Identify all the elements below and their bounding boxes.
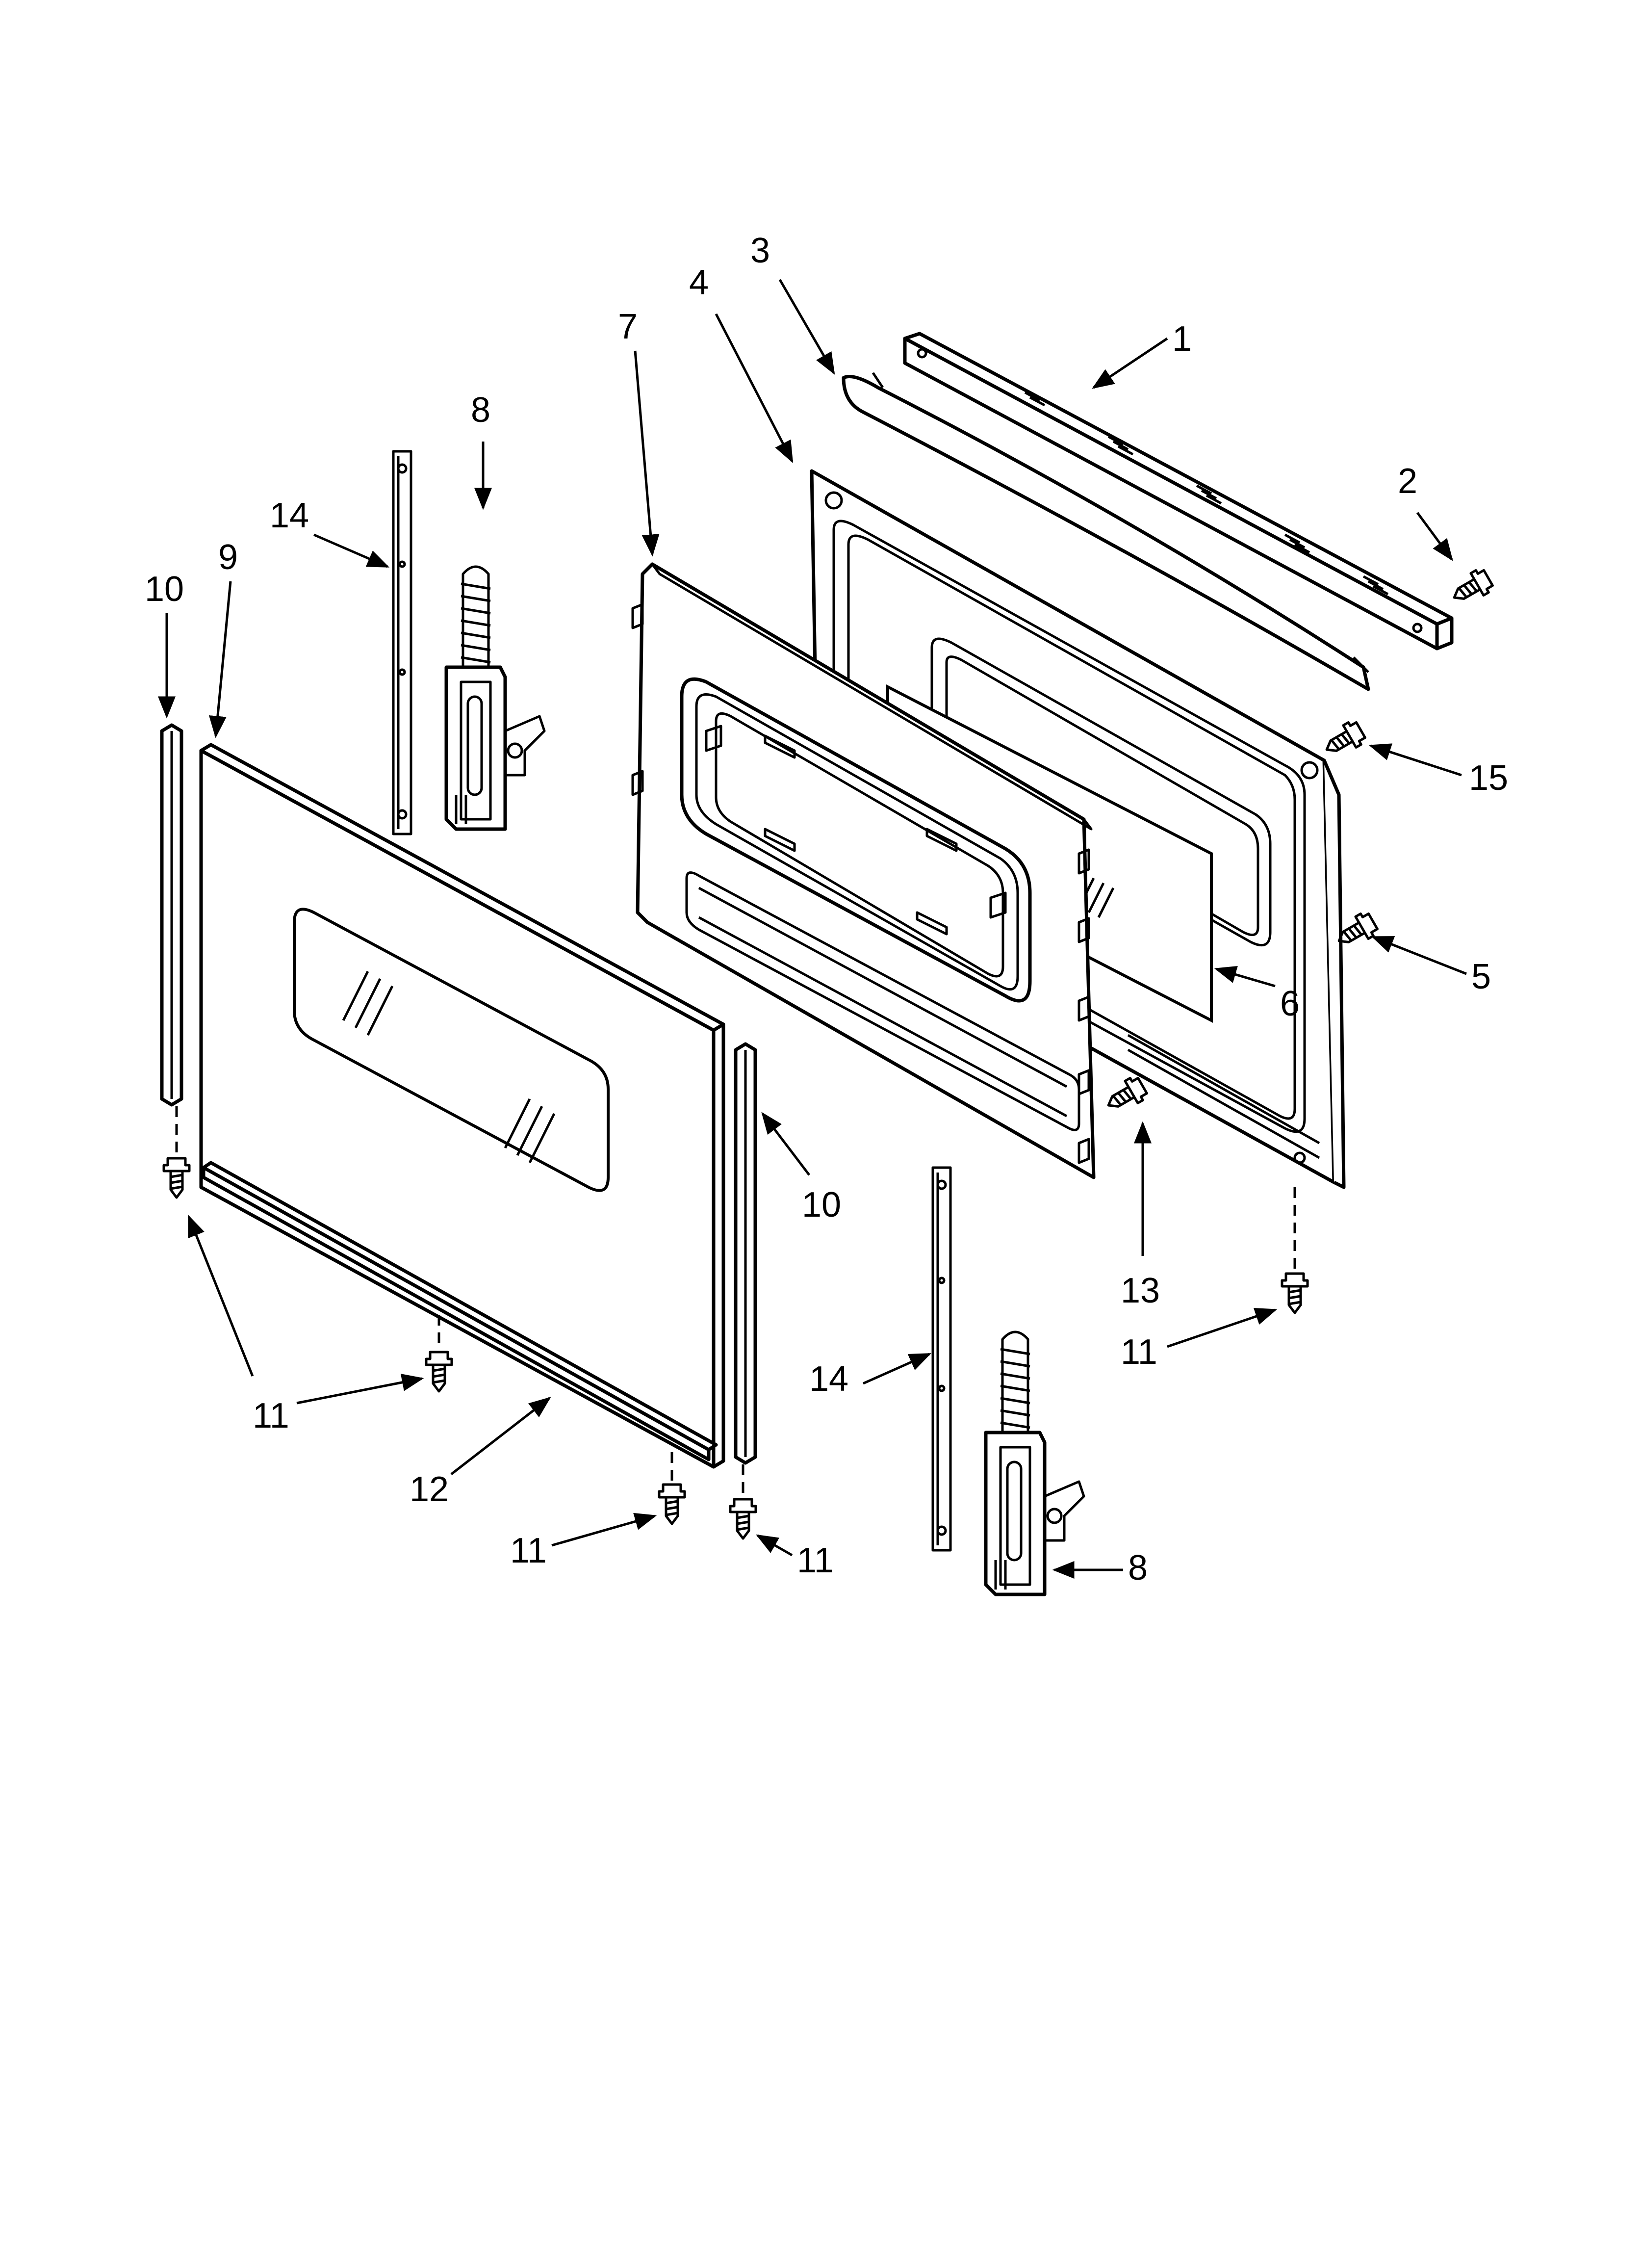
part-11-screw-bottom-c: [730, 1499, 756, 1538]
part-11-screw-right: [1282, 1274, 1308, 1313]
callout-10-right: 10: [802, 1185, 841, 1225]
part-9-outer-door-glass: [199, 743, 725, 1469]
callout-3: 3: [750, 231, 770, 270]
callout-1: 1: [1172, 319, 1192, 359]
callout-13: 13: [1121, 1271, 1160, 1310]
alignment-lines: [175, 1106, 1296, 1496]
part-7-inner-door-panel: [631, 562, 1096, 1179]
callout-7: 7: [618, 307, 638, 346]
callout-12: 12: [410, 1470, 449, 1509]
callout-11-bottom-right: 11: [797, 1541, 834, 1580]
part-8-hinge-lower: [986, 1332, 1084, 1594]
callout-4: 4: [689, 263, 709, 302]
part-3-door-handle: [842, 372, 1370, 691]
callout-14-lower: 14: [809, 1359, 848, 1399]
callout-11-right: 11: [1121, 1332, 1157, 1372]
part-8-hinge-upper: [446, 567, 544, 829]
callout-labels: 1 2 3 4 5 6 7 8 8 9 10 10 11 11 11 11 11…: [145, 231, 1508, 1588]
callout-2: 2: [1398, 462, 1417, 501]
part-13-screw: [1102, 1074, 1149, 1116]
callout-10-left: 10: [145, 570, 184, 609]
part-14-hinge-receiver-left: [393, 451, 411, 834]
leader-lines: [158, 279, 1467, 1579]
part-10-side-trim-left: [160, 723, 183, 1107]
callout-11-left: 11: [253, 1396, 289, 1435]
callout-5: 5: [1471, 957, 1491, 996]
part-11-screw-bottom-b: [659, 1485, 685, 1524]
part-15-screw: [1320, 719, 1367, 760]
part-1-vent-trim: [903, 332, 1454, 651]
callout-6: 6: [1280, 984, 1300, 1023]
callout-15: 15: [1469, 758, 1508, 798]
callout-8-lower: 8: [1128, 1548, 1148, 1588]
callout-8-upper: 8: [471, 391, 490, 430]
part-11-screw-bottom-a: [426, 1352, 452, 1391]
part-10-side-trim-right: [734, 1042, 757, 1465]
callout-9: 9: [218, 538, 238, 577]
part-11-screw-top-left: [164, 1158, 189, 1198]
callout-14-upper: 14: [270, 496, 309, 535]
callout-11-extra: 11: [510, 1531, 547, 1570]
part-14-hinge-receiver-right: [933, 1168, 950, 1550]
part-2-screw: [1448, 567, 1494, 608]
part-12-bottom-trim: [202, 1161, 718, 1461]
